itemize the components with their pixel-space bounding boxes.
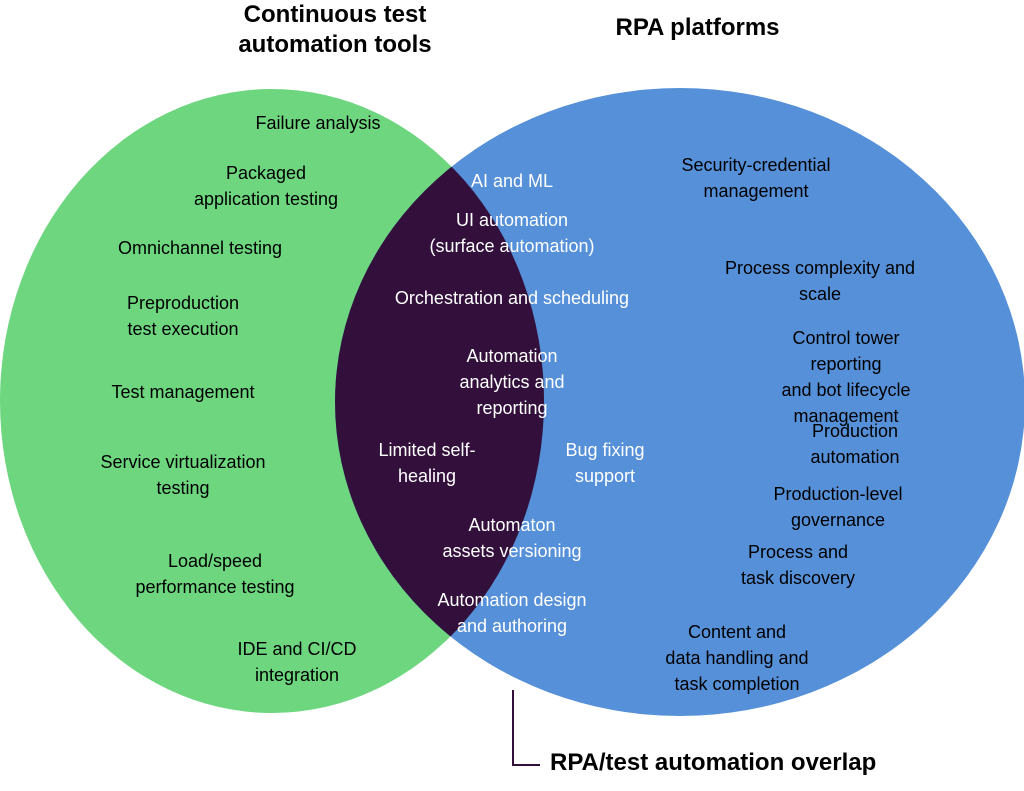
left-item-preproduction-test-execution: Preproduction test execution: [126, 293, 240, 339]
left-item-failure-analysis: Failure analysis: [255, 113, 381, 133]
left-item-service-virtualization-testing: Service virtualization testing: [100, 452, 266, 498]
right-item-process-task-discovery: Process and task discovery: [740, 542, 856, 588]
overlap-item-automation-design-authoring: Automation design and authoring: [437, 590, 587, 636]
left-item-load-speed-performance-testing: Load/speed performance testing: [135, 551, 295, 597]
right-item-control-tower-reporting: Control tower reporting and bot lifecycl…: [781, 328, 911, 426]
overlap-item-ui-automation: UI automation (surface automation): [429, 210, 595, 256]
left-item-test-management: Test management: [111, 382, 255, 402]
overlap-item-automaton-assets-versioning: Automaton assets versioning: [442, 515, 582, 561]
right-item-content-data-handling: Content and data handling and task compl…: [665, 622, 809, 694]
left-title: Continuous test automation tools: [238, 1, 432, 58]
overlap-callout-label: RPA/test automation overlap: [550, 749, 877, 776]
overlap-callout-line: [512, 690, 540, 766]
overlap-item-orchestration-scheduling: Orchestration and scheduling: [394, 288, 630, 308]
overlap-item-automation-analytics-reporting: Automation analytics and reporting: [459, 346, 565, 418]
right-item-production-automation: Production automation: [810, 421, 900, 467]
left-item-packaged-application-testing: Packaged application testing: [193, 163, 339, 209]
right-item-production-level-governance: Production-level governance: [773, 484, 903, 530]
overlap-item-ai-and-ml: AI and ML: [470, 171, 554, 191]
overlap-item-bug-fixing-support: Bug fixing support: [565, 440, 645, 486]
right-item-process-complexity-scale: Process complexity and scale: [724, 258, 916, 304]
left-item-ide-ci-cd-integration: IDE and CI/CD integration: [237, 639, 357, 685]
overlap-item-limited-self-healing: Limited self- healing: [378, 440, 476, 486]
right-item-security-credential-management: Security-credential management: [681, 155, 831, 201]
right-title: RPA platforms: [615, 14, 780, 41]
left-item-omnichannel-testing: Omnichannel testing: [117, 238, 283, 258]
